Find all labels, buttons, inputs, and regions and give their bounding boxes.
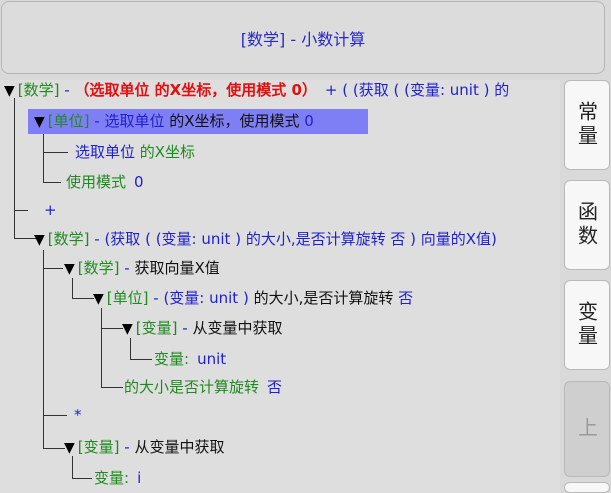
- tree-node-variable-i[interactable]: 变量:i: [94, 469, 142, 487]
- expand-triangle-icon[interactable]: ▼: [122, 321, 133, 337]
- up-button[interactable]: 上: [564, 381, 610, 477]
- tree-node-rotation[interactable]: 的大小是否计算旋转否: [124, 378, 283, 396]
- tree-line: [43, 268, 63, 269]
- title-bar: [数学] - 小数计算: [1, 1, 605, 74]
- tree-line: [130, 338, 131, 359]
- page-title: [数学] - 小数计算: [240, 29, 366, 49]
- tree-line: [43, 152, 68, 153]
- tree-line: [72, 456, 73, 478]
- variables-button[interactable]: 变量: [564, 280, 610, 370]
- tree-line: [14, 98, 15, 238]
- expand-triangle-icon[interactable]: ▼: [64, 440, 75, 456]
- tree-line: [130, 359, 152, 360]
- expand-triangle-icon[interactable]: ▼: [4, 83, 15, 99]
- tree-node-get-variable[interactable]: ▼[变量] - 从变量中获取: [122, 319, 283, 337]
- tree-line: [43, 250, 44, 448]
- constants-button[interactable]: 常量: [564, 80, 610, 170]
- tree-line: [72, 278, 73, 298]
- expand-triangle-icon[interactable]: ▼: [34, 114, 45, 130]
- tree-node-get-vector-x[interactable]: ▼[数学] - 获取向量X值: [64, 259, 220, 277]
- tree-node-select-unit[interactable]: 选取单位 的X坐标: [75, 143, 196, 161]
- tree-line: [101, 308, 102, 388]
- functions-button[interactable]: 函数: [564, 180, 610, 270]
- tree-node-operator-plus[interactable]: +: [44, 201, 57, 219]
- tree-line: [101, 328, 123, 329]
- tree-line: [72, 478, 92, 479]
- tree-node-operator-multiply[interactable]: *: [74, 406, 82, 424]
- tree-line: [43, 182, 61, 183]
- expand-triangle-icon[interactable]: ▼: [93, 291, 104, 307]
- tree-line: [14, 238, 38, 239]
- next-button[interactable]: [564, 482, 610, 493]
- expand-triangle-icon[interactable]: ▼: [64, 261, 75, 277]
- tree-node-selected[interactable]: ▼[单位] - 选取单位 的X坐标，使用模式 0: [28, 109, 368, 134]
- tree-line: [43, 130, 44, 182]
- tree-line: [43, 448, 65, 449]
- tree-line: [72, 298, 94, 299]
- tree-node-unit-size[interactable]: ▼[单位] - (变量: unit ) 的大小,是否计算旋转 否: [93, 289, 414, 307]
- tree-line: [14, 210, 28, 211]
- tree-node-variable-unit[interactable]: 变量:unit: [154, 350, 227, 368]
- tree-node-root[interactable]: ▼[数学] - （选取单位 的X坐标，使用模式 0）+ ( (获取 ( (变量:…: [4, 81, 510, 99]
- expand-triangle-icon[interactable]: ▼: [34, 232, 45, 248]
- tree-line: [101, 387, 123, 388]
- tree-line: [43, 415, 67, 416]
- tree-node-get-variable-i[interactable]: ▼[变量] - 从变量中获取: [64, 438, 225, 456]
- tree-panel[interactable]: ▼[数学] - （选取单位 的X坐标，使用模式 0）+ ( (获取 ( (变量:…: [0, 80, 560, 493]
- tree-node-math-getx[interactable]: ▼[数学] - (获取 ( (变量: unit ) 的大小,是否计算旋转 否 )…: [34, 230, 497, 248]
